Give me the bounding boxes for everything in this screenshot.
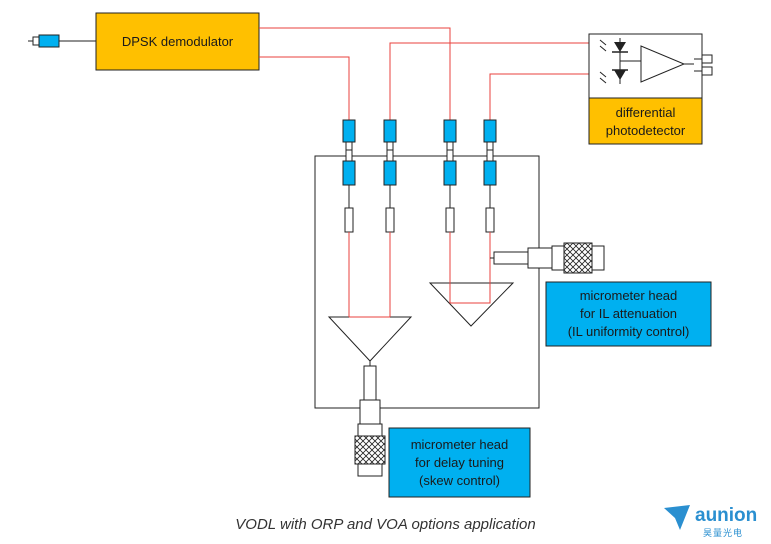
fiber-line-1	[259, 27, 451, 120]
connector-column-1	[342, 119, 356, 233]
paper-plane-icon	[664, 505, 690, 530]
fiber-line-3	[389, 42, 606, 120]
photodetector-line-1: differential	[615, 105, 676, 120]
delay-micrometer-line-3: (skew control)	[419, 473, 500, 488]
collimator	[445, 207, 455, 233]
delay-prism	[327, 316, 413, 362]
il-micrometer-label-box	[545, 281, 712, 347]
connector-ferrule	[345, 149, 353, 162]
delay-knob-icon	[354, 435, 386, 465]
il-knob-icon	[563, 242, 593, 274]
collimator	[485, 207, 495, 233]
beam-paths	[348, 232, 491, 318]
figure-caption: VODL with ORP and VOA options applicatio…	[235, 516, 536, 533]
photodetector-label: differential photodetector	[589, 104, 702, 140]
output-port-bottom	[701, 66, 713, 76]
vodl-module-box	[314, 155, 540, 409]
fiber-line-4	[489, 73, 606, 120]
logo-subtitle: 昊量光电	[703, 528, 744, 538]
output-port-top	[701, 54, 713, 64]
photodetector-line-2: photodetector	[605, 123, 686, 138]
connector-lower	[443, 160, 457, 186]
delay-micrometer-label: micrometer head for delay tuning (skew c…	[389, 436, 530, 490]
connector-column-2	[383, 119, 397, 233]
delay-micrometer	[354, 361, 386, 477]
connector-upper	[483, 119, 497, 143]
connector-ferrule	[345, 141, 353, 151]
il-micrometer-line-3: (IL uniformity control)	[567, 324, 690, 339]
differential-photodetector	[588, 33, 713, 145]
collimator	[385, 207, 395, 233]
dpsk-demodulator-label: DPSK demodulator	[121, 34, 234, 49]
connector-ferrule	[446, 149, 454, 162]
connector-ferrule	[386, 141, 394, 151]
connector-column-3	[443, 119, 457, 233]
il-micrometer-label: micrometer head for IL attenuation (IL u…	[546, 287, 711, 341]
connector-upper	[383, 119, 397, 143]
il-micrometer	[490, 242, 605, 274]
connector-ferrule	[486, 149, 494, 162]
attenuation-prism	[428, 282, 515, 327]
connector-lower	[342, 160, 356, 186]
connector-columns	[342, 119, 497, 233]
collimator	[344, 207, 354, 233]
fiber-lines	[259, 27, 606, 120]
il-micrometer-line-2: for IL attenuation	[579, 306, 678, 321]
connector-ferrule	[446, 141, 454, 151]
delay-micrometer-label-box	[388, 427, 531, 498]
il-micrometer-line-1: micrometer head	[579, 288, 678, 303]
connector-lower	[383, 160, 397, 186]
input-connector	[28, 34, 96, 48]
photodetector-label-box	[588, 97, 703, 145]
amplifier-icon	[640, 45, 686, 83]
fiber-line-2	[259, 56, 350, 120]
connector-upper	[443, 119, 457, 143]
delay-micrometer-line-1: micrometer head	[410, 437, 509, 452]
connector-upper	[342, 119, 356, 143]
connector-ferrule	[486, 141, 494, 151]
dpsk-demodulator-box	[95, 12, 260, 71]
connector-lower	[483, 160, 497, 186]
connector-ferrule	[386, 149, 394, 162]
connector-column-4	[483, 119, 497, 233]
logo-name: aunion	[695, 505, 758, 526]
delay-micrometer-line-2: for delay tuning	[415, 455, 504, 470]
